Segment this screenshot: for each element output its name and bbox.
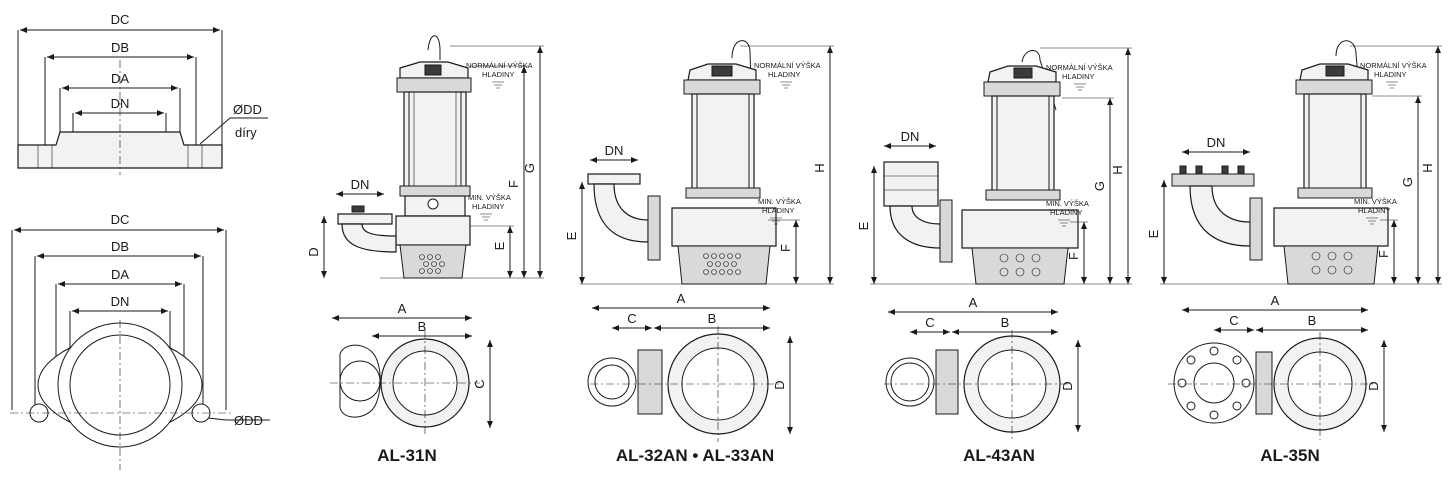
dim-dd: ØDD [233, 102, 262, 117]
svg-text:E: E [564, 231, 579, 240]
svg-text:B: B [1308, 313, 1317, 328]
svg-text:H: H [1110, 165, 1125, 174]
dim-dc: DC [111, 212, 130, 227]
svg-text:B: B [418, 319, 427, 334]
svg-text:C: C [472, 379, 487, 388]
dim-dn: DN [111, 294, 130, 309]
svg-text:D: D [1366, 381, 1381, 390]
svg-text:NORMÁLNÍ VÝŠKA: NORMÁLNÍ VÝŠKA [1046, 63, 1113, 72]
svg-text:A: A [969, 295, 978, 310]
svg-text:NORMÁLNÍ VÝŠKA: NORMÁLNÍ VÝŠKA [466, 61, 533, 70]
svg-text:C: C [1229, 313, 1238, 328]
svg-text:B: B [708, 311, 717, 326]
pump-al-31n: DN D E F G NORMÁLNÍ VÝŠKA HLADINY MIN. V… [306, 35, 544, 465]
svg-text:DN: DN [351, 177, 370, 192]
svg-text:D: D [306, 247, 321, 256]
dim-dd: ØDD [234, 413, 263, 428]
svg-text:DN: DN [901, 129, 920, 144]
svg-text:MIN. VÝŠKA: MIN. VÝŠKA [758, 197, 801, 206]
svg-text:A: A [1271, 293, 1280, 308]
model-label: AL-31N [377, 446, 437, 465]
pump-al-35n: DN E F G H NORMÁLNÍ VÝŠKA HLADINY MIN. V… [1146, 40, 1442, 465]
svg-text:HLADINY: HLADINY [1062, 72, 1095, 81]
svg-text:MIN. VÝŠKA: MIN. VÝŠKA [1046, 199, 1089, 208]
dim-dc: DC [111, 12, 130, 27]
flange-plan-view: DC DB DA DN ØDD [10, 212, 270, 470]
pump-al-32an-33an: DN E F H NORMÁLNÍ VÝŠKA HLADINY MIN. VÝŠ… [564, 40, 834, 465]
holes-label: díry [235, 125, 257, 140]
dim-da: DA [111, 267, 129, 282]
svg-text:B: B [1001, 315, 1010, 330]
svg-text:F: F [1066, 252, 1081, 260]
svg-text:C: C [925, 315, 934, 330]
svg-text:G: G [1400, 177, 1415, 187]
svg-text:HLADINY: HLADINY [482, 70, 515, 79]
strainer-holes [419, 254, 445, 274]
svg-text:HLADINY: HLADINY [472, 202, 505, 211]
model-label: AL-35N [1260, 446, 1320, 465]
model-label: AL-43AN [963, 446, 1035, 465]
svg-text:DN: DN [605, 143, 624, 158]
flange-profile [17, 131, 223, 169]
svg-text:F: F [1376, 250, 1391, 258]
svg-text:MIN. VÝŠKA: MIN. VÝŠKA [468, 193, 511, 202]
svg-text:F: F [506, 180, 521, 188]
svg-text:G: G [522, 163, 537, 173]
strainer-holes [1311, 251, 1353, 275]
svg-text:D: D [772, 380, 787, 389]
svg-text:HLADINY: HLADINY [768, 70, 801, 79]
svg-text:E: E [856, 221, 871, 230]
pump-al-43an: DN E F G H NORMÁLNÍ VÝŠKA HLADINY MIN. V… [856, 47, 1132, 465]
svg-text:A: A [398, 301, 407, 316]
svg-text:D: D [1060, 381, 1075, 390]
model-label: AL-32AN • AL-33AN [616, 446, 774, 465]
svg-text:F: F [778, 244, 793, 252]
flange-bolt-holes [1177, 346, 1251, 420]
svg-text:MIN. VÝŠKA: MIN. VÝŠKA [1354, 197, 1397, 206]
svg-text:H: H [812, 163, 827, 172]
svg-text:C: C [627, 311, 636, 326]
svg-text:HLADINY: HLADINY [1358, 206, 1391, 215]
flange-side-view: DC DB DA DN ØDD díry [17, 12, 268, 175]
dim-db: DB [111, 40, 129, 55]
svg-text:A: A [677, 291, 686, 306]
svg-text:E: E [1146, 229, 1161, 238]
svg-text:NORMÁLNÍ VÝŠKA: NORMÁLNÍ VÝŠKA [1360, 61, 1427, 70]
strainer-holes [703, 253, 741, 275]
svg-text:E: E [492, 241, 507, 250]
svg-text:H: H [1420, 163, 1435, 172]
strainer-holes [999, 253, 1041, 277]
svg-text:HLADINY: HLADINY [762, 206, 795, 215]
dim-db: DB [111, 239, 129, 254]
flange-bolts [1179, 165, 1245, 175]
svg-text:G: G [1092, 181, 1107, 191]
svg-text:HLADINY: HLADINY [1374, 70, 1407, 79]
svg-text:HLADINY: HLADINY [1050, 208, 1083, 217]
svg-text:DN: DN [1207, 135, 1226, 150]
svg-text:NORMÁLNÍ VÝŠKA: NORMÁLNÍ VÝŠKA [754, 61, 821, 70]
